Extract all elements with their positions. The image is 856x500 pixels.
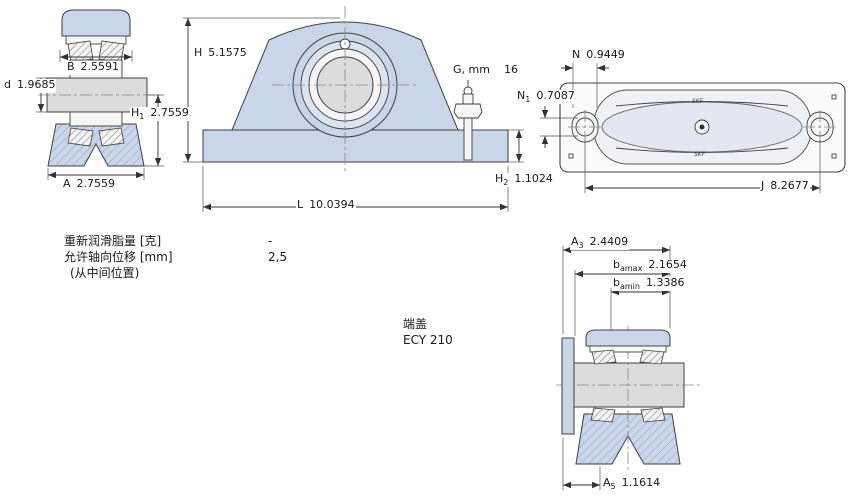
corner-mark [831, 94, 837, 100]
roller-lower-left [67, 127, 94, 147]
housing-base-section [47, 123, 145, 167]
corner-mark [831, 153, 837, 159]
plan-view: SKF SKF [540, 63, 846, 193]
note-axial-displacement-value: 2,5 [268, 250, 288, 264]
roller-lower-left [590, 407, 616, 423]
housing-cap-section [61, 9, 131, 37]
note-from-center-label: (从中间位置) [70, 266, 140, 280]
roller-lower-right [640, 407, 666, 423]
note-relubrication-label: 重新润滑脂量 [克] [64, 234, 162, 248]
note-axial-displacement-label: 允许轴向位移 [mm] [64, 250, 173, 264]
housing-base-section [575, 413, 681, 465]
end-section-view [556, 246, 700, 490]
roller-upper-right [639, 349, 665, 365]
roller-upper-right [98, 40, 125, 63]
corner-mark [568, 153, 574, 159]
end-cover-value: ECY 210 [403, 333, 453, 347]
grease-fitting [453, 80, 483, 161]
front-view [183, 6, 524, 212]
roller-upper-left [67, 40, 94, 63]
housing-cap-section [585, 329, 671, 347]
side-view-dimensions [36, 50, 164, 180]
note-relubrication-value: - [268, 234, 273, 248]
side-section-view [36, 9, 164, 180]
skf-logo-top: SKF [692, 98, 704, 105]
end-cover-label: 端盖 [403, 317, 428, 331]
roller-upper-left [591, 349, 617, 365]
skf-logo-bottom: SKF [694, 151, 706, 158]
roller-lower-right [98, 127, 125, 147]
end-cover [561, 337, 575, 435]
